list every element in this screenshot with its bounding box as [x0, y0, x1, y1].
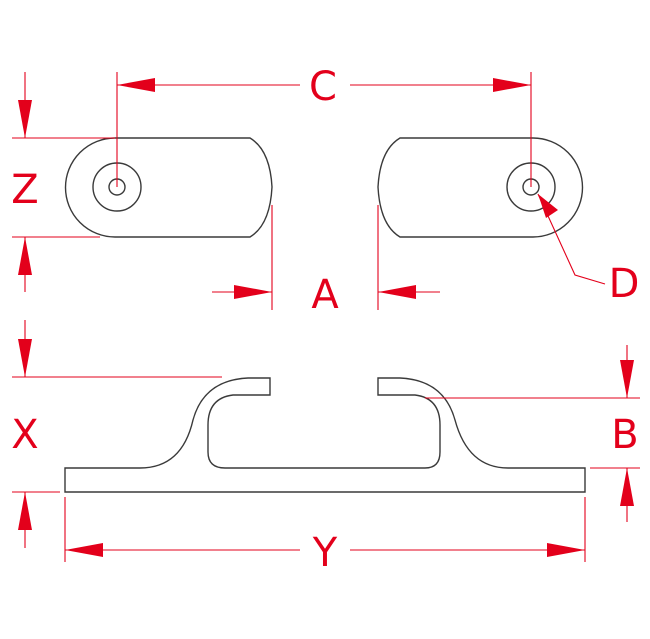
label-y: Y [312, 530, 338, 576]
dimension-b [425, 345, 640, 522]
side-view [64, 377, 586, 493]
side-view-profile [64, 377, 586, 493]
label-c: C [309, 64, 337, 110]
label-b: B [611, 412, 638, 458]
top-view-right-plate [377, 137, 584, 238]
top-view-left-plate [64, 137, 273, 238]
dimension-z [12, 72, 115, 292]
dimension-x [12, 320, 222, 548]
dimension-c [116, 72, 532, 187]
dimension-d [537, 193, 606, 285]
label-d: D [609, 261, 640, 307]
label-z: Z [11, 167, 38, 213]
top-view [64, 137, 584, 238]
label-x: X [11, 412, 38, 458]
dimension-a [212, 205, 440, 310]
label-a: A [311, 272, 339, 318]
dimension-y [64, 497, 586, 562]
